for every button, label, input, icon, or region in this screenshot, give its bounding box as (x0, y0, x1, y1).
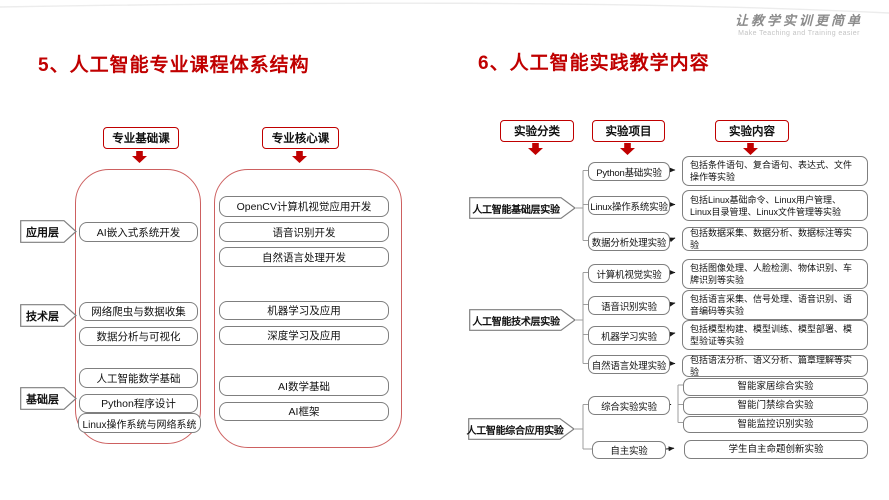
down-arrow-icon (620, 142, 635, 160)
layer-label-foundation: 基础层 (20, 387, 77, 410)
layer-label-application: 应用层 (20, 220, 77, 243)
content-box: 智能监控识别实验 (683, 416, 868, 433)
project-box: 语音识别实验 (588, 296, 670, 315)
content-box: 包括数据采集、数据分析、数据标注等实验 (682, 227, 868, 251)
course-box: 人工智能数学基础 (79, 368, 198, 388)
category-pentagon: 人工智能技术层实验 (469, 309, 576, 331)
course-box: Linux操作系统与网络系统 (78, 413, 201, 433)
brand-logo: 让教学实训更简单 Make Teaching and Training easi… (735, 10, 863, 37)
header-core-courses: 专业核心课 (262, 127, 339, 149)
layer-label-text: 技术层 (26, 310, 59, 323)
layer-label-technology: 技术层 (20, 304, 77, 327)
course-box: Python程序设计 (79, 394, 198, 413)
project-box: Linux操作系统实验 (588, 196, 670, 215)
layer-label-text: 应用层 (26, 226, 59, 239)
header-experiment-project: 实验项目 (592, 120, 665, 142)
category-label: 人工智能技术层实验 (472, 316, 560, 328)
header-experiment-category: 实验分类 (500, 120, 574, 142)
category-label: 人工智能综合应用实验 (466, 425, 564, 437)
course-box: OpenCV计算机视觉应用开发 (219, 196, 389, 217)
header-experiment-content: 实验内容 (715, 120, 789, 142)
content-box: 智能家居综合实验 (683, 378, 868, 396)
course-box: 深度学习及应用 (219, 326, 389, 345)
content-box: 包括条件语句、复合语句、表达式、文件操作等实验 (682, 156, 868, 186)
course-box: 语音识别开发 (219, 222, 389, 242)
down-arrow-icon (132, 150, 147, 168)
course-box: AI嵌入式系统开发 (79, 222, 198, 242)
content-box: 智能门禁综合实验 (683, 397, 868, 415)
category-label: 人工智能基础层实验 (472, 204, 560, 216)
project-box: 自主实验 (592, 441, 666, 459)
brand-slogan-en: Make Teaching and Training easier (738, 30, 860, 37)
project-box: 计算机视觉实验 (588, 264, 670, 283)
content-box: 学生自主命题创新实验 (684, 440, 868, 459)
course-box: 自然语言处理开发 (219, 247, 389, 267)
project-box: 机器学习实验 (588, 326, 670, 345)
course-box: AI框架 (219, 402, 389, 421)
right-panel-title: 6、人工智能实践教学内容 (478, 53, 710, 74)
project-box: 数据分析处理实验 (588, 232, 670, 251)
project-box: Python基础实验 (588, 162, 670, 181)
course-box: AI数学基础 (219, 376, 389, 396)
content-box: 包括语法分析、语义分析、篇章理解等实验 (682, 355, 868, 377)
category-pentagon: 人工智能基础层实验 (469, 197, 576, 219)
content-box: 包括Linux基础命令、Linux用户管理、Linux目录管理、Linux文件管… (682, 190, 868, 221)
project-box: 自然语言处理实验 (588, 355, 670, 374)
course-box: 机器学习及应用 (219, 301, 389, 320)
left-panel-title: 5、人工智能专业课程体系结构 (38, 55, 310, 76)
content-box: 包括模型构建、模型训练、模型部署、模型验证等实验 (682, 320, 868, 350)
content-box: 包括图像处理、人脸检测、物体识别、车牌识别等实验 (682, 259, 868, 289)
header-basic-courses: 专业基础课 (103, 127, 179, 149)
project-box: 综合实验实验 (588, 396, 670, 415)
category-pentagon: 人工智能综合应用实验 (466, 418, 575, 440)
down-arrow-icon (528, 142, 543, 160)
layer-label-text: 基础层 (26, 393, 59, 406)
course-box: 数据分析与可视化 (79, 327, 198, 346)
down-arrow-icon (743, 142, 758, 160)
brand-slogan-cn: 让教学实训更简单 (734, 14, 863, 29)
content-box: 包括语言采集、信号处理、语音识别、语音编码等实验 (682, 290, 868, 320)
down-arrow-icon (292, 150, 307, 168)
course-box: 网络爬虫与数据收集 (79, 302, 198, 321)
